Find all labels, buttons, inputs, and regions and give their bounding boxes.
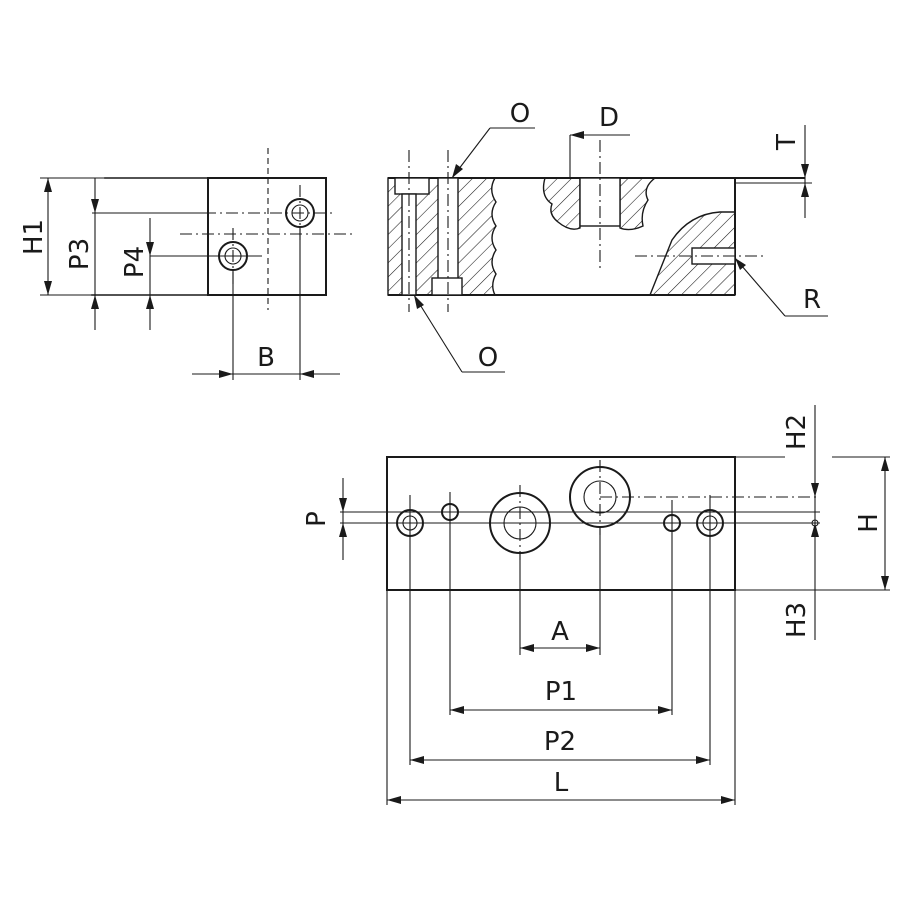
label-O-top: O bbox=[510, 99, 530, 129]
label-D: D bbox=[599, 103, 619, 133]
label-H3: H3 bbox=[782, 602, 812, 638]
label-A: A bbox=[551, 617, 569, 647]
side-view bbox=[40, 148, 355, 380]
label-P1: P1 bbox=[545, 677, 577, 707]
plan-view bbox=[339, 405, 890, 805]
label-T: T bbox=[772, 134, 802, 151]
label-H: H bbox=[854, 513, 884, 533]
label-H2: H2 bbox=[782, 414, 812, 450]
label-P3: P3 bbox=[65, 238, 95, 270]
section-view bbox=[387, 125, 828, 373]
label-P: P bbox=[302, 511, 332, 527]
label-O-bottom: O bbox=[478, 343, 498, 373]
label-B: B bbox=[257, 343, 275, 373]
label-P2: P2 bbox=[544, 727, 576, 757]
label-P4: P4 bbox=[120, 246, 150, 278]
label-H1: H1 bbox=[19, 219, 49, 255]
label-R: R bbox=[803, 285, 821, 315]
label-L: L bbox=[554, 768, 569, 798]
side-view-outline bbox=[207, 177, 327, 296]
